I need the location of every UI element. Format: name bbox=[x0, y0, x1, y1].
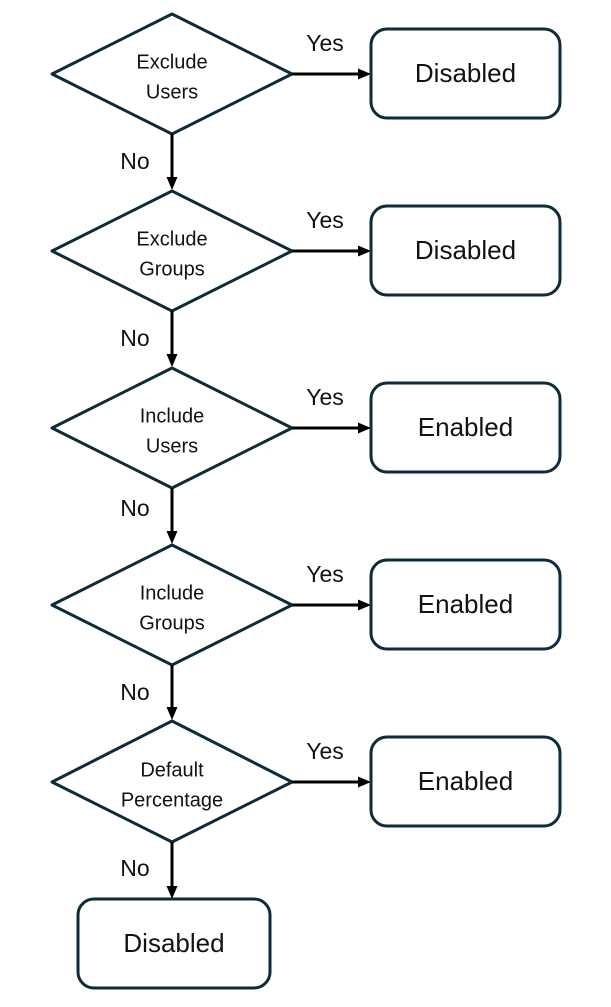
edge-label-no: No bbox=[120, 679, 149, 705]
outcome-label: Enabled bbox=[418, 589, 513, 619]
outcome-label: Disabled bbox=[415, 235, 516, 265]
edge-include-groups-no: No bbox=[120, 665, 178, 720]
arrow-head-icon bbox=[166, 707, 178, 720]
edge-include-users-no: No bbox=[120, 488, 178, 544]
decision-label-line2: Groups bbox=[139, 258, 205, 280]
edge-label-no: No bbox=[120, 495, 149, 521]
rounded-rect-shape[interactable] bbox=[369, 27, 562, 120]
arrow-head-icon bbox=[358, 68, 371, 80]
edge-label-yes: Yes bbox=[306, 561, 344, 587]
diamond-shape[interactable] bbox=[50, 543, 294, 667]
edge-label-yes: Yes bbox=[306, 384, 344, 410]
decision-label-line2: Percentage bbox=[121, 789, 223, 811]
diamond-shape[interactable] bbox=[50, 189, 294, 313]
decision-label-line2: Groups bbox=[139, 612, 205, 634]
edge-label-no: No bbox=[120, 855, 149, 881]
arrow-head-icon bbox=[358, 245, 371, 257]
outcome-node-5[interactable]: Enabled bbox=[369, 735, 562, 828]
rounded-rect-shape[interactable] bbox=[369, 558, 562, 651]
decision-node-include-groups[interactable]: Include Groups bbox=[50, 543, 294, 667]
decision-label-line1: Exclude bbox=[136, 51, 207, 73]
decision-node-exclude-groups[interactable]: Exclude Groups bbox=[50, 189, 294, 313]
rounded-rect-shape[interactable] bbox=[76, 897, 272, 990]
edge-label-yes: Yes bbox=[306, 30, 344, 56]
outcome-node-1[interactable]: Disabled bbox=[369, 27, 562, 120]
diamond-shape[interactable] bbox=[50, 12, 294, 136]
outcome-node-final[interactable]: Disabled bbox=[76, 897, 272, 990]
edge-include-groups-yes: Yes bbox=[292, 561, 371, 611]
outcome-node-2[interactable]: Disabled bbox=[369, 204, 562, 297]
arrow-head-icon bbox=[358, 422, 371, 434]
edge-label-no: No bbox=[120, 148, 149, 174]
rounded-rect-shape[interactable] bbox=[369, 381, 562, 474]
arrow-head-icon bbox=[166, 177, 178, 190]
edge-label-yes: Yes bbox=[306, 207, 344, 233]
decision-label-line1: Exclude bbox=[136, 228, 207, 250]
edge-default-percentage-no: No bbox=[120, 842, 178, 899]
arrow-head-icon bbox=[166, 886, 178, 899]
arrow-head-icon bbox=[166, 354, 178, 367]
arrow-head-icon bbox=[358, 776, 371, 788]
edge-exclude-groups-yes: Yes bbox=[292, 207, 371, 257]
rounded-rect-shape[interactable] bbox=[369, 735, 562, 828]
decision-node-exclude-users[interactable]: Exclude Users bbox=[50, 12, 294, 136]
outcome-node-3[interactable]: Enabled bbox=[369, 381, 562, 474]
outcome-node-4[interactable]: Enabled bbox=[369, 558, 562, 651]
decision-label-line1: Include bbox=[140, 582, 205, 604]
decision-label-line2: Users bbox=[146, 81, 198, 103]
decision-label-line1: Include bbox=[140, 405, 205, 427]
edge-label-yes: Yes bbox=[306, 738, 344, 764]
rounded-rect-shape[interactable] bbox=[369, 204, 562, 297]
arrow-head-icon bbox=[166, 531, 178, 544]
diamond-shape[interactable] bbox=[50, 366, 294, 490]
outcome-label: Enabled bbox=[418, 412, 513, 442]
edge-exclude-groups-no: No bbox=[120, 311, 178, 367]
decision-node-default-percentage[interactable]: Default Percentage bbox=[50, 719, 294, 844]
edge-default-percentage-yes: Yes bbox=[292, 738, 371, 788]
edge-label-no: No bbox=[120, 325, 149, 351]
edge-exclude-users-yes: Yes bbox=[292, 30, 371, 80]
diamond-shape[interactable] bbox=[50, 719, 294, 844]
outcome-label: Enabled bbox=[418, 766, 513, 796]
decision-node-include-users[interactable]: Include Users bbox=[50, 366, 294, 490]
decision-label-line2: Users bbox=[146, 435, 198, 457]
decision-label-line1: Default bbox=[140, 759, 204, 781]
arrow-head-icon bbox=[358, 599, 371, 611]
outcome-label: Disabled bbox=[123, 928, 224, 958]
edge-exclude-users-no: No bbox=[120, 134, 178, 190]
outcome-label: Disabled bbox=[415, 58, 516, 88]
edge-include-users-yes: Yes bbox=[292, 384, 371, 434]
